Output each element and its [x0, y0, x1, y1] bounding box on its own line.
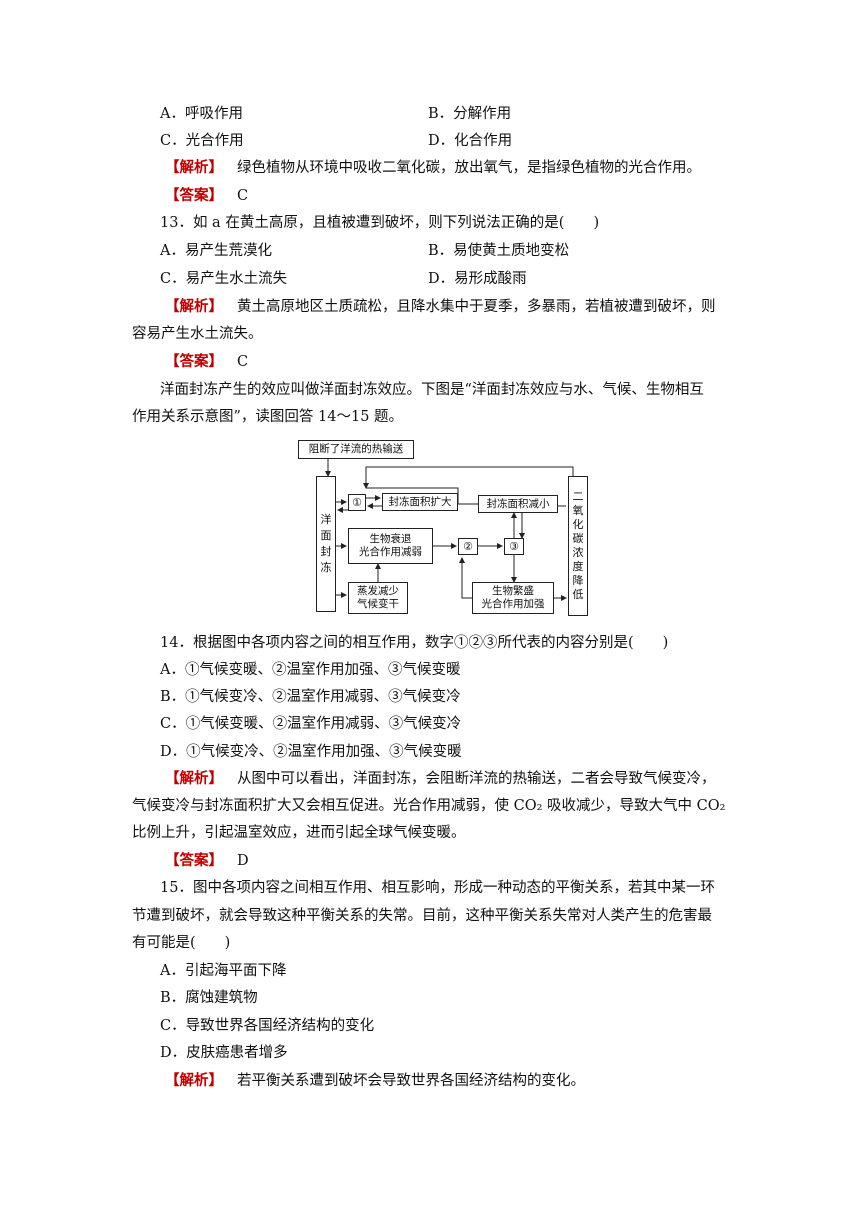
ocean-freeze-char: 面 — [320, 529, 332, 542]
q13-analysis-cont: 容易产生水土流失。 — [132, 326, 263, 342]
q15-option-c: C．导致世界各国经济结构的变化 — [160, 1018, 375, 1034]
q13-analysis-text: 黄土高原地区土质疏松，且降水集中于夏季，多暴雨，若植被遭到破坏，则 — [237, 299, 716, 315]
q14-option-a: A．①气候变暖、②温室作用加强、③气候变暖 — [160, 662, 461, 678]
co2-char: 低 — [572, 588, 584, 601]
co2-char: 降 — [572, 574, 584, 587]
co2-char: 碳 — [572, 532, 584, 545]
q14-analysis: 【解析】从图中可以看出，洋面封冻，会阻断洋流的热输送，二者会导致气候变冷， — [165, 769, 716, 789]
intro-line-1: 洋面封冻产生的效应叫做洋面封冻效应。下图是“洋面封冻效应与水、气候、生物相互 — [160, 382, 704, 398]
q13-stem: 13．如 a 在黄土高原，且植被遭到破坏，则下列说法正确的是( ) — [160, 215, 600, 231]
q15-option-a: A．引起海平面下降 — [160, 963, 287, 979]
co2-char: 化 — [572, 518, 584, 531]
answer-tag: 【答案】 — [165, 187, 223, 204]
q12-option-a: A．呼吸作用 — [160, 106, 243, 122]
q13-analysis: 【解析】黄土高原地区土质疏松，且降水集中于夏季，多暴雨，若植被遭到破坏，则 — [165, 297, 716, 317]
analysis-tag: 【解析】 — [165, 1072, 223, 1089]
q12-option-c: C．光合作用 — [160, 133, 244, 149]
q15-analysis: 【解析】若平衡关系遭到破坏会导致世界各国经济结构的变化。 — [165, 1071, 585, 1091]
q14-answer-text: D — [237, 853, 249, 869]
q12-option-d: D．化合作用 — [428, 133, 513, 149]
bio-decline-box: 生物衰退 光合作用减弱 — [348, 528, 433, 564]
bio-decline-line-1: 生物衰退 — [369, 533, 412, 545]
q14-analysis-cont-2: 比例上升，引起温室效应，进而引起全球气候变暖。 — [132, 825, 466, 841]
q13-option-d: D．易形成酸雨 — [428, 271, 527, 287]
ocean-freeze-diagram: 阻断了洋流的热输送 洋 面 封 冻 二 氧 化 碳 浓 度 降 低 ① 封冻面积… — [296, 440, 596, 618]
circle-1-box: ① — [348, 494, 366, 511]
q14-stem: 14．根据图中各项内容之间的相互作用，数字①②③所代表的内容分别是( ) — [160, 635, 669, 651]
co2-char: 二 — [572, 490, 584, 503]
freeze-expand-box: 封冻面积扩大 — [382, 493, 458, 511]
co2-char: 氧 — [572, 504, 584, 517]
q13-option-c: C．易产生水土流失 — [160, 271, 288, 287]
q15-stem-3: 有可能是( ) — [132, 935, 231, 951]
answer-tag: 【答案】 — [165, 852, 223, 869]
answer-tag: 【答案】 — [165, 353, 223, 370]
q15-analysis-text: 若平衡关系遭到破坏会导致世界各国经济结构的变化。 — [237, 1073, 585, 1089]
q12-analysis: 【解析】绿色植物从环境中吸收二氧化碳，放出氧气，是指绿色植物的光合作用。 — [165, 158, 701, 178]
circle-2-box: ② — [458, 538, 478, 555]
q15-option-b: B．腐蚀建筑物 — [160, 990, 258, 1006]
q15-option-d: D．皮肤癌患者增多 — [160, 1045, 288, 1061]
q13-answer: 【答案】 C — [165, 352, 248, 372]
q14-option-b: B．①气候变冷、②温室作用减弱、③气候变冷 — [160, 689, 461, 705]
ocean-freeze-char: 冻 — [320, 561, 332, 574]
bio-thrive-line-2: 光合作用加强 — [481, 598, 545, 610]
q14-analysis-cont-1: 气候变冷与封冻面积扩大又会相互促进。光合作用减弱，使 CO₂ 吸收减少，导致大气… — [132, 798, 726, 814]
evap-line-2: 气候变干 — [357, 598, 399, 610]
blocked-heat-transport-box: 阻断了洋流的热输送 — [298, 440, 414, 459]
q14-answer: 【答案】 D — [165, 851, 249, 871]
co2-char: 度 — [572, 560, 584, 573]
bio-thrive-line-1: 生物繁盛 — [492, 585, 534, 597]
co2-char: 浓 — [572, 546, 584, 559]
q14-analysis-text: 从图中可以看出，洋面封冻，会阻断洋流的热输送，二者会导致气候变冷， — [237, 771, 716, 787]
co2-decrease-column: 二 氧 化 碳 浓 度 降 低 — [568, 476, 588, 616]
q13-option-b: B．易使黄土质地变松 — [428, 243, 570, 259]
bio-thrive-box: 生物繁盛 光合作用加强 — [472, 582, 554, 614]
q13-answer-text: C — [237, 354, 249, 370]
q15-stem-2: 节遭到破坏，就会导致这种平衡关系的失常。目前，这种平衡关系失常对人类产生的危害最 — [132, 908, 712, 924]
analysis-tag: 【解析】 — [165, 770, 223, 787]
q14-option-d: D．①气候变冷、②温室作用加强、③气候变暖 — [160, 744, 462, 760]
analysis-tag: 【解析】 — [165, 159, 223, 176]
freeze-shrink-box: 封冻面积减小 — [478, 495, 558, 513]
analysis-tag: 【解析】 — [165, 298, 223, 315]
q12-answer-text: C — [237, 188, 249, 204]
ocean-freeze-char: 洋 — [320, 513, 332, 526]
ocean-freeze-char: 封 — [320, 545, 332, 558]
q13-option-a: A．易产生荒漠化 — [160, 243, 272, 259]
q12-analysis-text: 绿色植物从环境中吸收二氧化碳，放出氧气，是指绿色植物的光合作用。 — [237, 160, 701, 176]
circle-3-box: ③ — [504, 538, 524, 555]
ocean-freeze-column: 洋 面 封 冻 — [316, 476, 336, 612]
evaporation-box: 蒸发减少 气候变干 — [348, 582, 408, 614]
q12-answer: 【答案】 C — [165, 186, 248, 206]
intro-line-2: 作用关系示意图”，读图回答 14～15 题。 — [132, 409, 404, 425]
evap-line-1: 蒸发减少 — [357, 585, 399, 597]
q15-stem-1: 15．图中各项内容之间相互作用、相互影响，形成一种动态的平衡关系，若其中某一环 — [160, 880, 715, 896]
q14-option-c: C．①气候变暖、②温室作用减弱、③气候变冷 — [160, 716, 462, 732]
bio-decline-line-2: 光合作用减弱 — [359, 546, 422, 558]
q12-option-b: B．分解作用 — [428, 106, 512, 122]
